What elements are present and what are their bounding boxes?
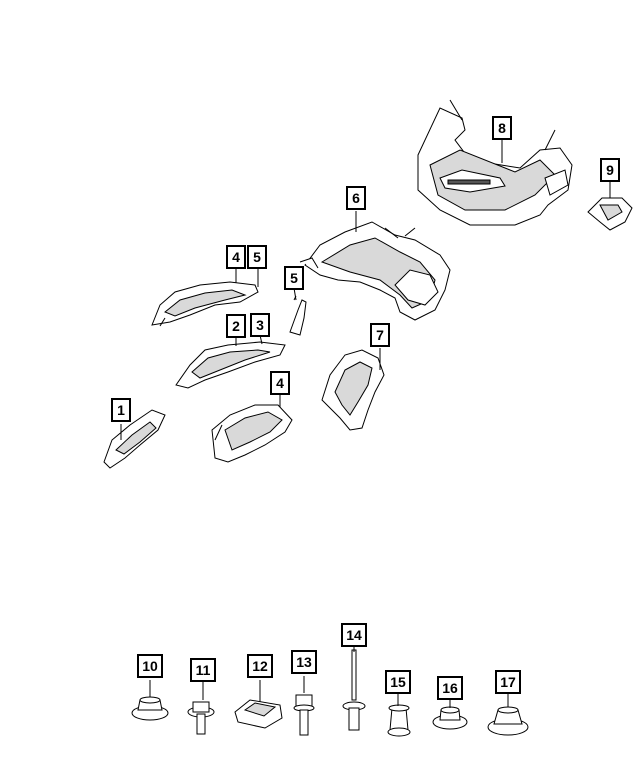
callout-10[interactable]: 10 [137,654,163,678]
callout-12[interactable]: 12 [247,654,273,678]
callout-4-upper[interactable]: 4 [226,245,246,269]
callout-1[interactable]: 1 [111,398,131,422]
part-4-5-upper-shield[interactable] [151,281,259,327]
part-6-belly-pan[interactable] [299,221,451,321]
part-9-bracket[interactable] [587,190,633,231]
part-5-small-bracket[interactable] [289,295,307,336]
part-4-lower-shield[interactable] [211,404,293,463]
part-17-flange-nut[interactable] [487,706,529,736]
callout-7[interactable]: 7 [370,323,390,347]
callout-11[interactable]: 11 [190,658,216,682]
part-8-front-shield[interactable] [417,99,573,226]
callout-2[interactable]: 2 [226,314,246,338]
callout-9[interactable]: 9 [600,158,620,182]
callout-5-upper[interactable]: 5 [247,245,267,269]
callout-14[interactable]: 14 [341,623,367,647]
callout-17[interactable]: 17 [495,670,521,694]
part-13-bolt[interactable] [293,694,315,736]
callout-8[interactable]: 8 [492,116,512,140]
callout-6[interactable]: 6 [346,186,366,210]
part-10-flange-nut[interactable] [131,696,169,721]
part-16-flange-nut[interactable] [432,706,468,730]
callout-5-small[interactable]: 5 [284,266,304,290]
part-7-shield[interactable] [321,349,385,431]
part-15-rivet-nut[interactable] [387,704,411,737]
callout-15[interactable]: 15 [385,670,411,694]
part-12-clip-nut[interactable] [234,699,283,729]
callout-13[interactable]: 13 [291,650,317,674]
callout-3[interactable]: 3 [250,313,270,337]
callout-16[interactable]: 16 [437,676,463,700]
part-14-rivet[interactable] [342,649,366,731]
part-11-bolt[interactable] [187,701,215,735]
callout-4-lower[interactable]: 4 [270,371,290,395]
part-2-3-middle-shield[interactable] [175,341,286,389]
